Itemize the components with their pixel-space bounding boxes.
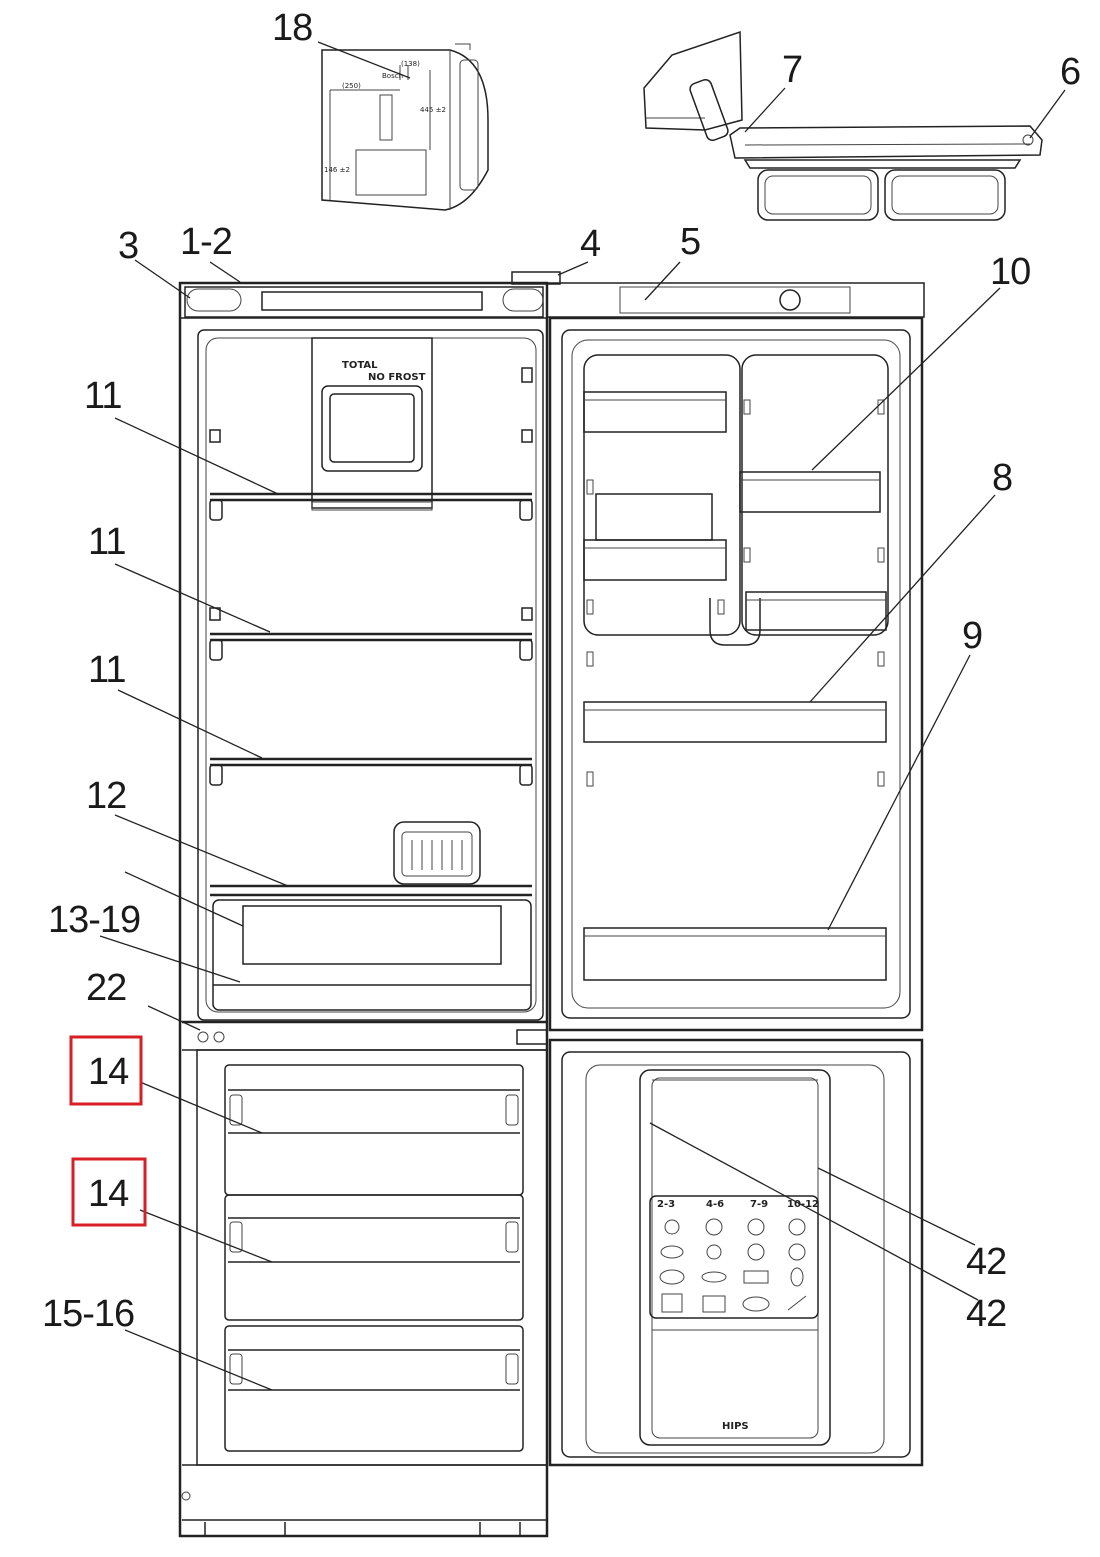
- total-logo-text: TOTAL: [342, 360, 378, 371]
- dim-146: 146 ±2: [324, 166, 350, 174]
- fridge-door: [546, 282, 925, 1032]
- callout-42-lower: 42: [966, 1293, 1006, 1335]
- hips-marking: HIPS: [722, 1421, 749, 1432]
- callout-11-low: 11: [88, 649, 125, 691]
- callout-3: 3: [118, 225, 138, 267]
- fridge-cabinet: TOTAL NO FROST: [178, 271, 561, 1538]
- callout-42-upper: 42: [966, 1241, 1006, 1283]
- food-icons-grid: [659, 1218, 807, 1313]
- callout-9: 9: [962, 615, 982, 657]
- zone-label-3: 7-9: [750, 1199, 768, 1210]
- zone-label-4: 10-12: [787, 1199, 819, 1210]
- highlight-box-14a: [69, 1035, 143, 1106]
- part-18-label-sheet: Bosch (138) (250) 445 ±2 146 ±2: [321, 43, 489, 211]
- parts-6-7-top-assembly: [643, 30, 1043, 221]
- zone-label-1: 2-3: [657, 1199, 675, 1210]
- callout-22: 22: [86, 967, 126, 1009]
- dim-445: 445 ±2: [420, 106, 446, 114]
- callout-14-lower: 14: [88, 1173, 129, 1215]
- freezer-door: 2-3 4-6 7-9 10-12 HIPS: [548, 1038, 924, 1467]
- dim-138: (138): [401, 60, 420, 68]
- callout-11-mid: 11: [88, 521, 125, 563]
- callout-18: 18: [272, 7, 312, 49]
- callout-13-19: 13-19: [48, 899, 140, 941]
- callout-1-2: 1-2: [180, 221, 232, 263]
- highlight-box-14b: [71, 1157, 147, 1227]
- callout-10: 10: [990, 251, 1030, 293]
- callout-15-16: 15-16: [42, 1293, 134, 1335]
- callout-4: 4: [580, 223, 601, 265]
- callout-7: 7: [782, 49, 802, 91]
- callout-6: 6: [1060, 51, 1080, 93]
- zone-label-2: 4-6: [706, 1199, 724, 1210]
- leader-lines: [99, 41, 1066, 1391]
- callout-14-upper: 14: [88, 1051, 129, 1093]
- callout-12: 12: [86, 775, 126, 817]
- label-sheet-heading: Bosch: [382, 72, 403, 80]
- nofrost-logo-text: NO FROST: [368, 372, 426, 383]
- callout-8: 8: [992, 457, 1012, 499]
- callout-11-top: 11: [84, 375, 121, 417]
- callout-labels: 18 7 6 3 1-2 4 5 10 11 11 11 8 9 12 13-1…: [42, 7, 1081, 1335]
- callout-5: 5: [680, 221, 700, 263]
- dim-250: (250): [342, 82, 361, 90]
